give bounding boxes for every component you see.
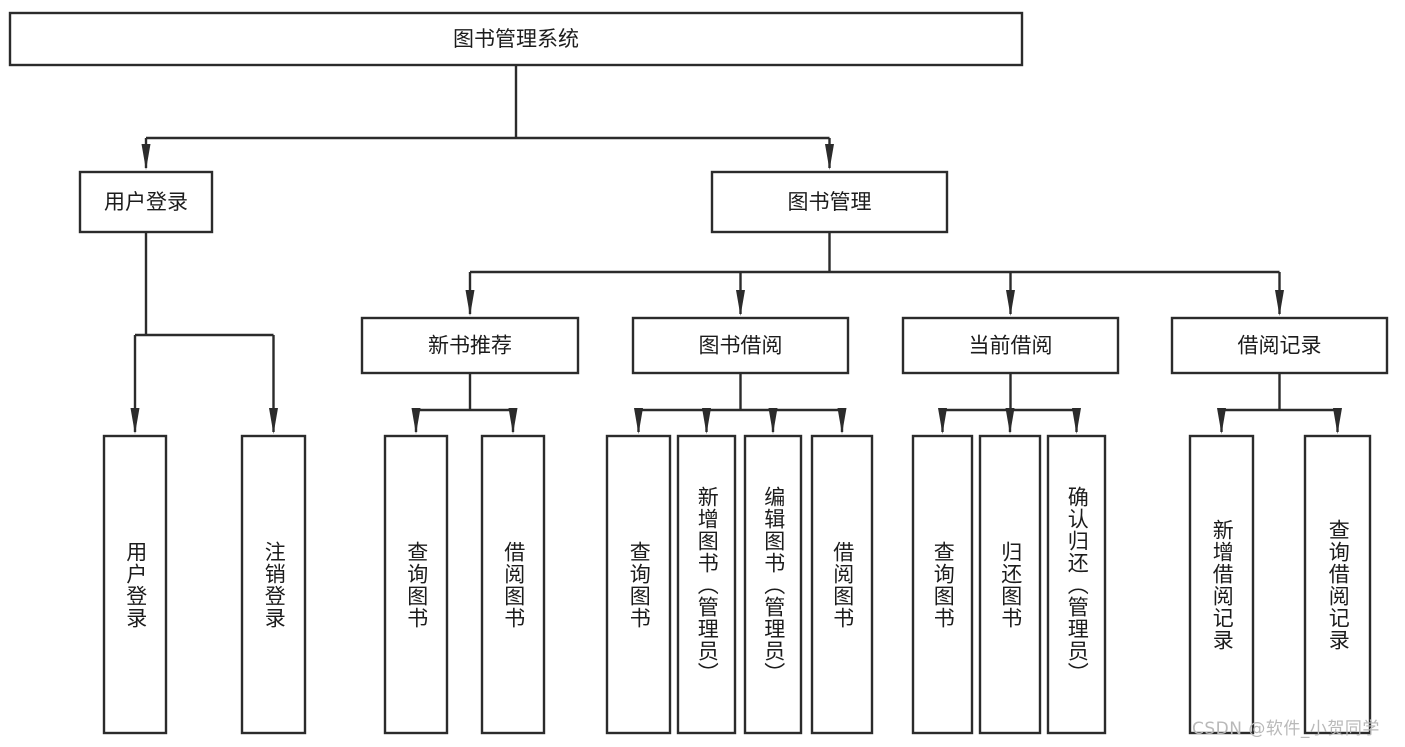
- node-book-manage-box[interactable]: [710, 170, 949, 234]
- node-borrow-record-box[interactable]: [1170, 316, 1389, 375]
- node-leaf-edit-book-box[interactable]: [743, 434, 803, 735]
- node-leaf-return-book-box[interactable]: [978, 434, 1042, 735]
- node-leaf-borrow-book-rec-box[interactable]: [480, 434, 546, 735]
- arrow-to-leaf-borrow-book-br-icon: [837, 408, 847, 434]
- arrow-to-book-manage-icon: [825, 144, 834, 170]
- arrow-to-leaf-user-logout-icon: [269, 408, 278, 434]
- arrow-to-leaf-query-record-icon: [1333, 408, 1342, 434]
- node-leaf-query-record-box[interactable]: [1303, 434, 1372, 735]
- arrow-to-leaf-query-book-cb-icon: [938, 408, 947, 434]
- arrow-to-leaf-add-book-icon: [702, 408, 711, 434]
- arrow-to-book-borrow-icon: [736, 290, 745, 316]
- connectors-layer: [130, 65, 1342, 434]
- node-current-borrow-box[interactable]: [901, 316, 1120, 375]
- arrow-to-current-borrow-icon: [1006, 290, 1015, 316]
- arrow-to-leaf-borrow-book-rec-icon: [508, 408, 518, 434]
- node-root-label: 图书管理系统: [453, 27, 579, 51]
- node-leaf-query-book-cb-box[interactable]: [911, 434, 974, 735]
- arrow-to-leaf-query-book-rec-icon: [411, 408, 421, 434]
- arrow-to-user-login-icon: [141, 144, 151, 170]
- node-root-box[interactable]: [8, 11, 1024, 67]
- node-new-book-rec-label: 新书推荐: [428, 334, 512, 358]
- arrow-to-leaf-add-record-icon: [1217, 408, 1226, 434]
- arrow-to-leaf-user-login-icon: [130, 408, 140, 434]
- node-leaf-confirm-return-box[interactable]: [1046, 434, 1107, 735]
- nodes-layer: [8, 11, 1389, 735]
- arrow-to-leaf-edit-book-icon: [768, 408, 778, 434]
- arrow-to-new-book-rec-icon: [465, 290, 475, 316]
- node-user-login-box[interactable]: [78, 170, 214, 234]
- node-book-borrow-box[interactable]: [631, 316, 850, 375]
- arrow-to-leaf-confirm-return-icon: [1072, 408, 1081, 434]
- node-leaf-add-book-box[interactable]: [676, 434, 737, 735]
- arrow-to-leaf-return-book-icon: [1005, 408, 1015, 434]
- node-new-book-rec-box[interactable]: [360, 316, 580, 375]
- node-user-login-label: 用户登录: [104, 190, 188, 214]
- node-borrow-record-label: 借阅记录: [1238, 334, 1322, 358]
- node-book-borrow-label: 图书借阅: [699, 334, 783, 358]
- arrow-to-borrow-record-icon: [1275, 290, 1284, 316]
- arrow-to-leaf-query-book-br-icon: [634, 408, 643, 434]
- node-leaf-user-logout-box[interactable]: [240, 434, 307, 735]
- node-leaf-query-book-br-box[interactable]: [605, 434, 672, 735]
- node-book-manage-label: 图书管理: [788, 190, 872, 214]
- node-leaf-query-book-rec-box[interactable]: [383, 434, 449, 735]
- node-leaf-user-login-box[interactable]: [102, 434, 168, 735]
- node-current-borrow-label: 当前借阅: [969, 334, 1053, 358]
- csdn-watermark: CSDN @软件_小贺同学: [1192, 719, 1380, 739]
- node-leaf-borrow-book-br-box[interactable]: [810, 434, 874, 735]
- node-leaf-add-record-box[interactable]: [1188, 434, 1255, 735]
